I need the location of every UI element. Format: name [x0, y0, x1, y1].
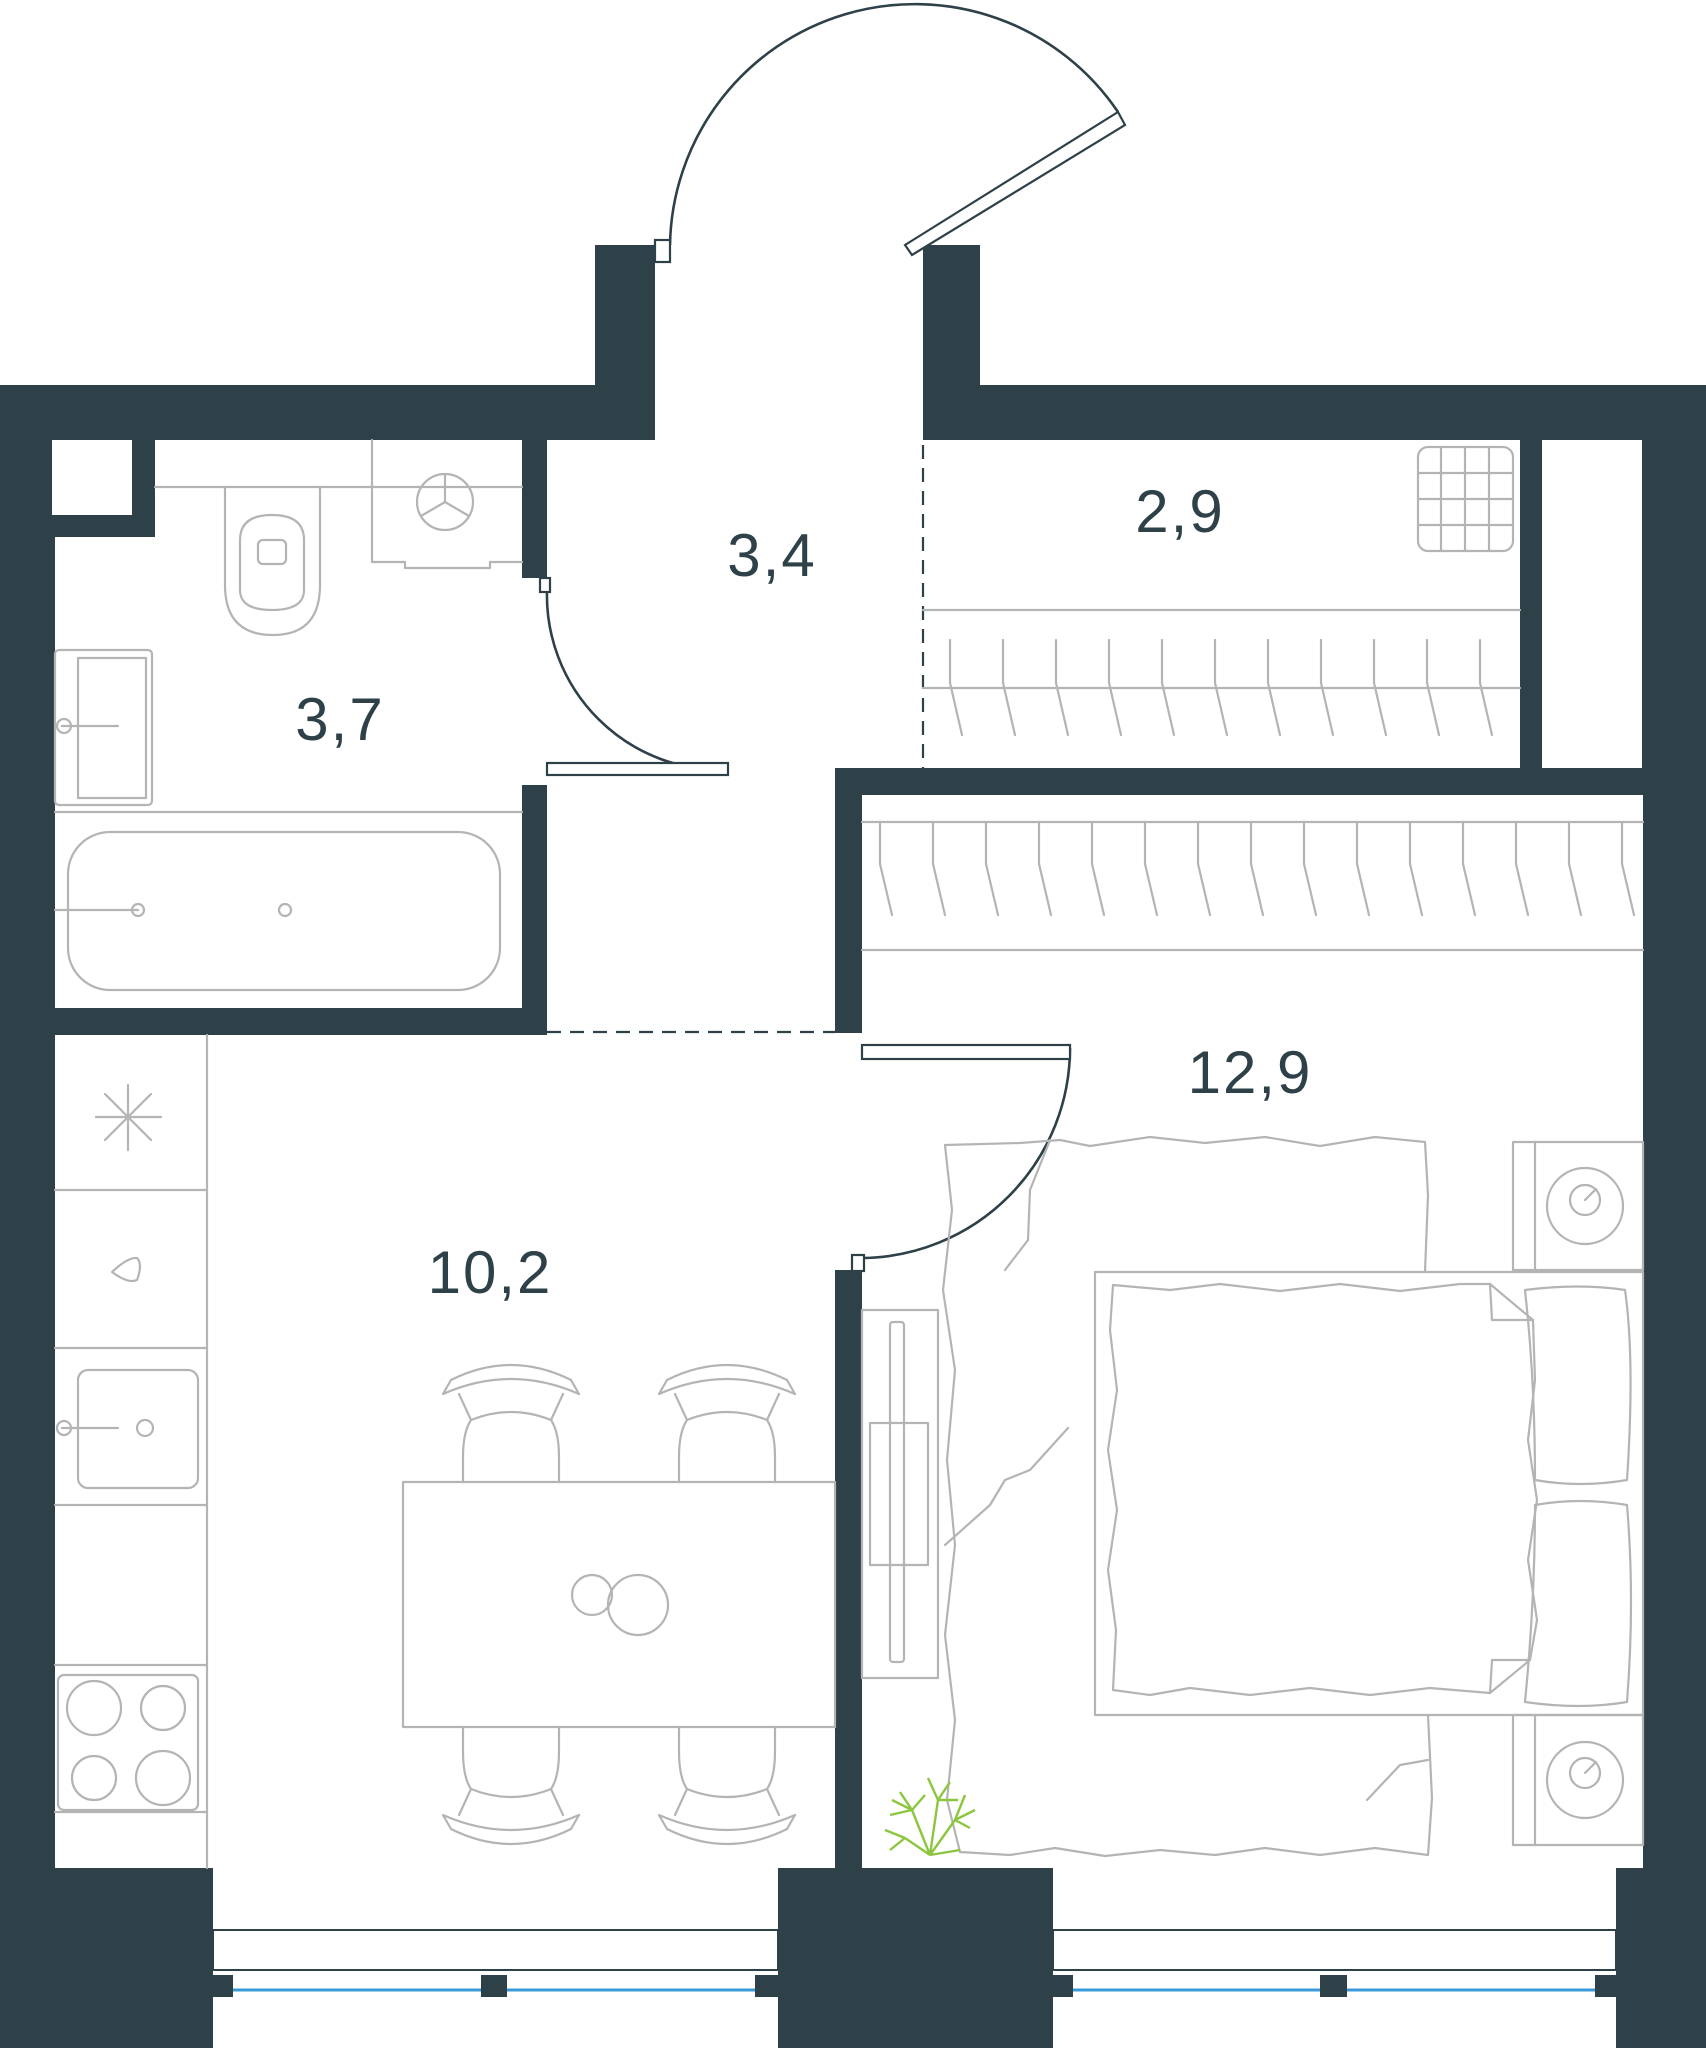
- window-kitchen: [212, 1929, 779, 1997]
- chair-icon: [657, 1363, 797, 1484]
- wall-wardrobe-bottom: [835, 768, 1643, 795]
- hanger-icon: [1408, 820, 1424, 917]
- hanger-icon: [1620, 820, 1636, 917]
- window-frame: [1052, 1929, 1617, 1971]
- hanger-icon: [1090, 820, 1106, 917]
- hanger-icon: [1143, 820, 1159, 917]
- window-jamb: [213, 1975, 233, 1997]
- nightstand-icon: [1511, 1140, 1645, 1272]
- chair-icon: [441, 1725, 581, 1846]
- door-swing-arc: [668, 2, 1120, 246]
- wall-top-left: [0, 385, 655, 440]
- window-mullion: [1320, 1975, 1347, 1997]
- hanger-icon: [1160, 638, 1176, 737]
- wall-bottom-middle: [778, 1868, 1053, 2048]
- hanger-icon: [1425, 638, 1441, 737]
- chair-icon: [657, 1725, 797, 1846]
- washbasin-icon: [53, 648, 154, 807]
- hanger-icon: [1478, 638, 1494, 737]
- room-area-bedroom: 12,9: [1188, 1039, 1313, 1106]
- window-frame: [212, 1929, 779, 1971]
- wall-bottom-right: [1616, 1868, 1706, 2048]
- hanger-icon: [1302, 820, 1318, 917]
- hanger-icon: [1054, 638, 1070, 737]
- window-jamb: [1595, 1975, 1616, 1997]
- wall-bottom-left: [0, 1868, 213, 2048]
- toilet-icon: [153, 485, 524, 637]
- chairs: [441, 1363, 797, 1846]
- door-swing-arc: [861, 1047, 1072, 1260]
- bathtub-icon: [53, 810, 524, 992]
- wall-wardrobe-right: [1520, 440, 1542, 770]
- kitchen-counter: [53, 1033, 209, 1870]
- wall-bedroom-left-upper: [835, 768, 862, 1033]
- window-bedroom: [1052, 1929, 1617, 1997]
- wall-bath-lower: [522, 785, 547, 1035]
- room-area-wardrobe: 2,9: [1135, 478, 1224, 545]
- hanger-icon: [1196, 820, 1212, 917]
- rug-icon: [941, 1135, 1434, 1858]
- hanger-icon: [1461, 820, 1477, 917]
- door-entrance: [653, 2, 1127, 264]
- fridge-icon: [110, 1256, 142, 1283]
- door-bedroom: [850, 1043, 1072, 1273]
- hanger-icon: [1355, 820, 1371, 917]
- wall-bath-bottom: [55, 1008, 547, 1035]
- door-bathroom: [538, 576, 730, 777]
- hanger-icon: [1213, 638, 1229, 737]
- wall-left: [0, 385, 55, 2048]
- door-swing-arc: [545, 589, 729, 772]
- walls: [0, 245, 1706, 2048]
- hanger-icon: [1107, 638, 1123, 737]
- door-jamb: [538, 576, 552, 594]
- stove-icon: [56, 1673, 200, 1812]
- wall-bedroom-left-lower: [835, 1270, 862, 1870]
- window-jamb: [755, 1975, 778, 1997]
- bed-icon: [1093, 1270, 1645, 1717]
- door-leaf: [860, 1043, 1072, 1061]
- wall-bath-upper: [522, 440, 547, 578]
- hanger-icon: [1037, 820, 1053, 917]
- hanger-icon: [1567, 820, 1583, 917]
- hood-icon: [94, 1083, 163, 1152]
- wardrobe-rail-upper: [921, 608, 1522, 737]
- wall-top-right: [923, 385, 1706, 440]
- rack-icon: [1416, 445, 1515, 553]
- hanger-icon: [984, 820, 1000, 917]
- washing-machine-icon: [370, 438, 524, 570]
- wall-right: [1643, 440, 1706, 2048]
- hanger-icon: [1372, 638, 1388, 737]
- door-leaf: [903, 110, 1127, 257]
- plant-icon: [884, 1777, 976, 1857]
- room-area-bathroom: 3,7: [295, 686, 384, 753]
- tv-stand-icon: [860, 1308, 940, 1680]
- shaft-void: [52, 440, 132, 515]
- chair-icon: [441, 1363, 581, 1484]
- hanger-icon: [1266, 638, 1282, 737]
- window-mullion: [481, 1975, 507, 1997]
- hanger-icon: [1514, 820, 1530, 917]
- door-jamb: [653, 238, 672, 264]
- nightstand-icon: [1511, 1713, 1645, 1847]
- hanger-icon: [1001, 638, 1017, 737]
- window-jamb: [1053, 1975, 1073, 1997]
- door-jamb: [850, 1253, 866, 1273]
- wall-niche: [1642, 440, 1650, 770]
- door-leaf: [545, 761, 730, 777]
- sink-icon: [55, 1368, 200, 1490]
- wall-entry-left: [595, 245, 655, 440]
- hanger-icon: [948, 638, 964, 737]
- hanger-icon: [1249, 820, 1265, 917]
- dining-table-icon: [401, 1480, 837, 1729]
- room-area-hallway: 3,4: [727, 522, 816, 589]
- room-area-kitchen-living: 10,2: [428, 1239, 553, 1306]
- hanger-icon: [1319, 638, 1335, 737]
- hanger-icon: [931, 820, 947, 917]
- wardrobe-rail-lower: [860, 820, 1645, 952]
- wall-entry-right: [923, 245, 980, 440]
- hanger-icon: [878, 820, 894, 917]
